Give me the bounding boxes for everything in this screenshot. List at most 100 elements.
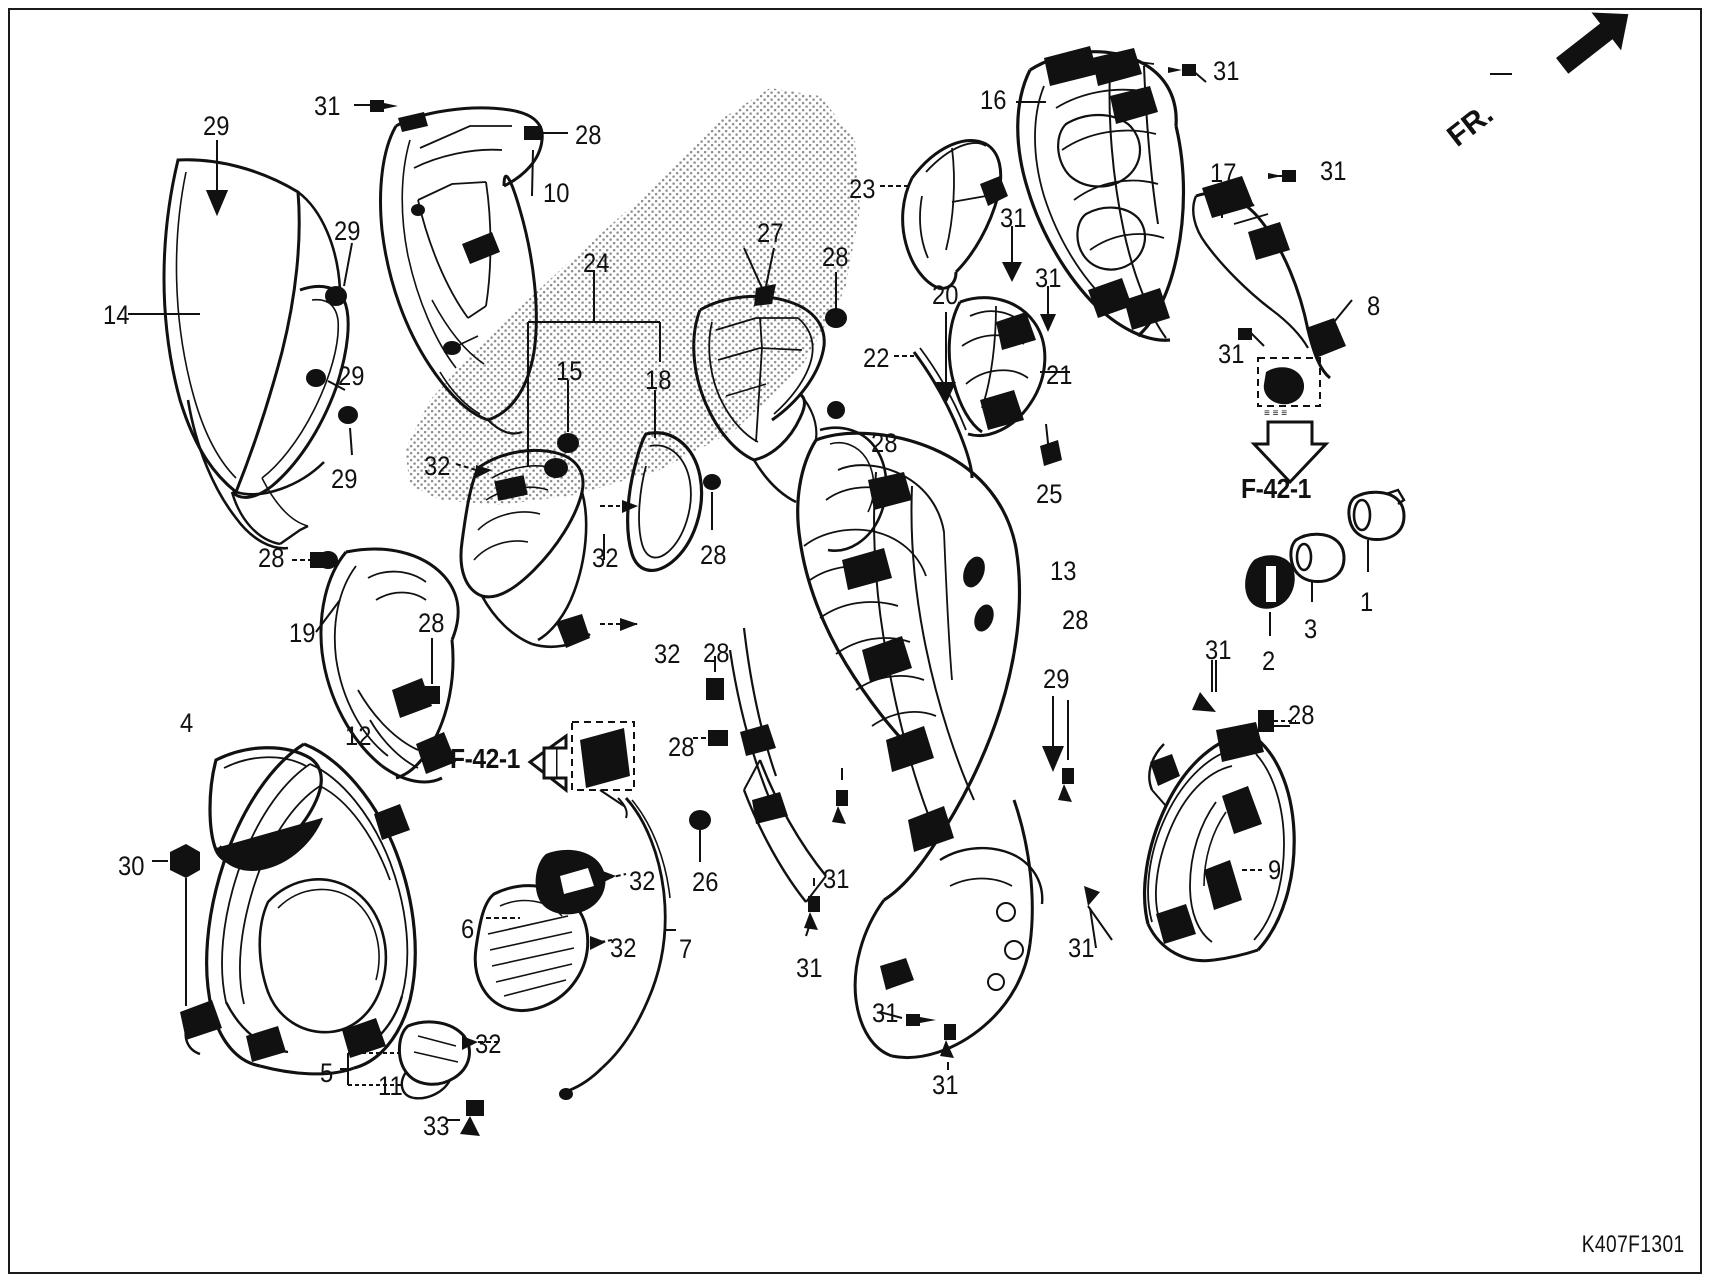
part-15-fasteners (494, 458, 590, 648)
part-18-gasket (626, 431, 704, 572)
callout-29: 29 (1043, 664, 1070, 694)
callout-21: 21 (1046, 360, 1073, 390)
part-13-solid-details (740, 472, 994, 990)
svg-text:≡ ≡ ≡: ≡ ≡ ≡ (1264, 408, 1287, 419)
callout-7: 7 (679, 934, 693, 964)
part-4-shadow (215, 817, 323, 871)
part-23-duct (901, 139, 1003, 290)
part-10-tabs (398, 112, 500, 355)
screw-31-topleft (370, 100, 398, 112)
callout-6: 6 (461, 914, 475, 944)
clip-28-right (1192, 692, 1296, 732)
screw-31-top-right (1168, 64, 1196, 76)
callout-26: 26 (692, 867, 719, 897)
part-1-connector (1347, 488, 1406, 541)
callout-28: 28 (575, 120, 602, 150)
callout-12: 12 (345, 721, 372, 751)
part-15-grommet (557, 433, 579, 453)
part-14-fasteners (306, 286, 358, 424)
callout-1: 1 (1360, 587, 1374, 617)
callout-30: 30 (118, 851, 145, 881)
part-13-main-cowl (728, 426, 1044, 1060)
callout-28: 28 (1288, 700, 1315, 730)
arrows-29 (1042, 696, 1064, 772)
part-14-side-panel (186, 284, 350, 550)
callout-29: 29 (331, 464, 358, 494)
callout-3: 3 (1304, 614, 1318, 644)
clips-28-center (318, 474, 728, 746)
callout-31: 31 (932, 1070, 959, 1100)
callout-8: 8 (1367, 291, 1381, 321)
callout-31: 31 (1000, 203, 1027, 233)
callout-27: 27 (757, 218, 784, 248)
part-3-connector (1289, 532, 1346, 583)
callout-17: 17 (1210, 158, 1237, 188)
callout-32: 32 (424, 451, 451, 481)
callout-28: 28 (1062, 605, 1089, 635)
callout-28: 28 (703, 638, 730, 668)
callout-28: 28 (258, 543, 285, 573)
cross-reference-right[interactable]: F-42-1 (1241, 473, 1311, 504)
callout-31: 31 (314, 91, 341, 121)
callout-31: 31 (823, 864, 850, 894)
callout-28: 28 (668, 732, 695, 762)
leader-lines-32 (455, 463, 638, 625)
callout-5: 5 (320, 1058, 334, 1088)
part-6-connector-top (535, 849, 606, 915)
callout-11: 11 (378, 1071, 403, 1101)
callout-29: 29 (334, 216, 361, 246)
xref-left-group (527, 721, 635, 819)
clips-32 (476, 465, 638, 631)
dim-bracket-24-15-18 (527, 270, 661, 466)
callout-32: 32 (629, 866, 656, 896)
callout-9: 9 (1268, 855, 1282, 885)
part-7-terminal (559, 1088, 573, 1100)
callout-28: 28 (418, 608, 445, 638)
part-14-windscreen (162, 158, 342, 496)
callout-14: 14 (103, 300, 130, 330)
part-2-connector (1245, 555, 1295, 609)
callout-2: 2 (1262, 646, 1276, 676)
part-9-cowl (1143, 732, 1296, 963)
callout-16: 16 (980, 85, 1007, 115)
part-10-inner-frame (379, 106, 544, 435)
callout-4: 4 (180, 708, 194, 738)
callout-31: 31 (796, 953, 823, 983)
part-30-nut (152, 844, 200, 1006)
part-9-solid (1150, 722, 1264, 944)
page-border (8, 8, 1702, 1274)
fr-arrow (1556, 12, 1629, 74)
callout-15: 15 (556, 356, 583, 386)
callout-29: 29 (338, 361, 365, 391)
callout-25: 25 (1036, 479, 1063, 509)
callout-28: 28 (700, 540, 727, 570)
callout-28: 28 (822, 242, 849, 272)
part-16-solid (1044, 46, 1170, 330)
part-12-lower-cowl (184, 742, 417, 1076)
callout-13: 13 (1050, 556, 1077, 586)
callout-33: 33 (423, 1111, 450, 1141)
callout-29: 29 (203, 111, 230, 141)
callout-31: 31 (1035, 263, 1062, 293)
part-27-clips (743, 247, 847, 419)
callout-31: 31 (1068, 933, 1095, 963)
part-19-duct (319, 547, 460, 784)
part-7-harness (569, 797, 671, 1092)
callout-18: 18 (645, 365, 672, 395)
screws-31-lower (804, 768, 1113, 1058)
callout-10: 10 (543, 178, 570, 208)
cross-reference-left[interactable]: F-42-1 (450, 743, 520, 774)
part-26-clip (689, 810, 711, 862)
callout-28: 28 (871, 428, 898, 458)
callout-22: 22 (863, 343, 890, 373)
callout-31: 31 (1320, 156, 1347, 186)
arrowheads-part14 (206, 190, 228, 216)
part-11-bracket (398, 1020, 471, 1100)
callout-31: 31 (872, 998, 899, 1028)
callout-32: 32 (610, 933, 637, 963)
callout-20: 20 (932, 280, 959, 310)
callout-19: 19 (289, 618, 316, 648)
drawing-code: K407F1301 (1582, 1231, 1685, 1258)
